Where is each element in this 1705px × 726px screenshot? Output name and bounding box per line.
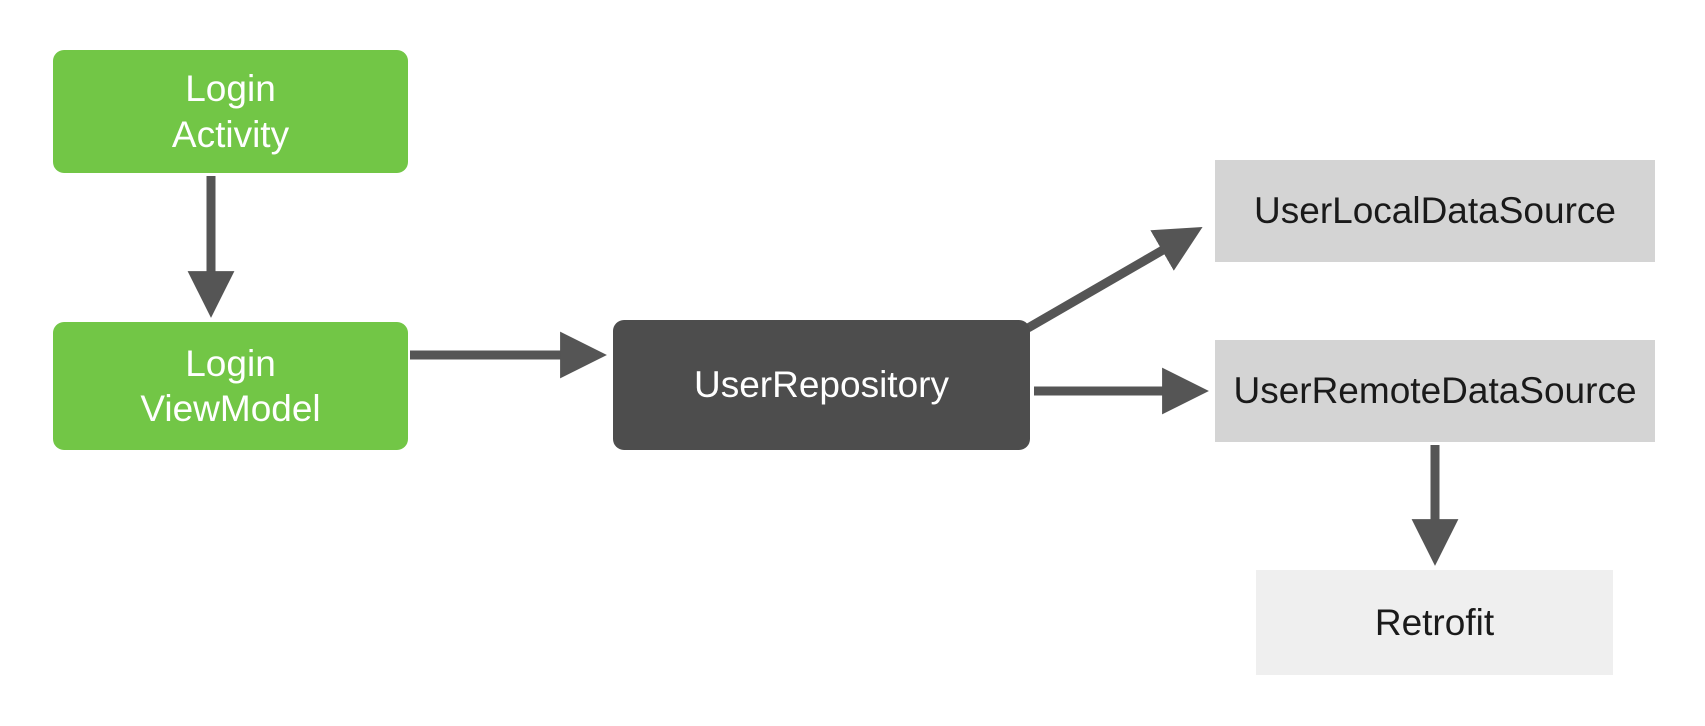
node-retrofit[interactable]: Retrofit [1256,570,1613,675]
node-user-local-data-source[interactable]: UserLocalDataSource [1215,160,1655,262]
node-login-activity[interactable]: Login Activity [53,50,408,173]
node-user-remote-data-source-label: UserRemoteDataSource [1233,370,1637,412]
node-user-repository-label: UserRepository [694,364,949,406]
node-user-remote-data-source[interactable]: UserRemoteDataSource [1215,340,1655,442]
node-user-repository[interactable]: UserRepository [613,320,1030,450]
node-login-activity-label: Login Activity [171,68,290,155]
node-login-viewmodel[interactable]: Login ViewModel [53,322,408,450]
node-retrofit-label: Retrofit [1374,601,1495,643]
edge-repository-to-local [1025,227,1203,332]
node-login-viewmodel-label: Login ViewModel [140,342,321,429]
node-user-local-data-source-label: UserLocalDataSource [1254,190,1616,232]
